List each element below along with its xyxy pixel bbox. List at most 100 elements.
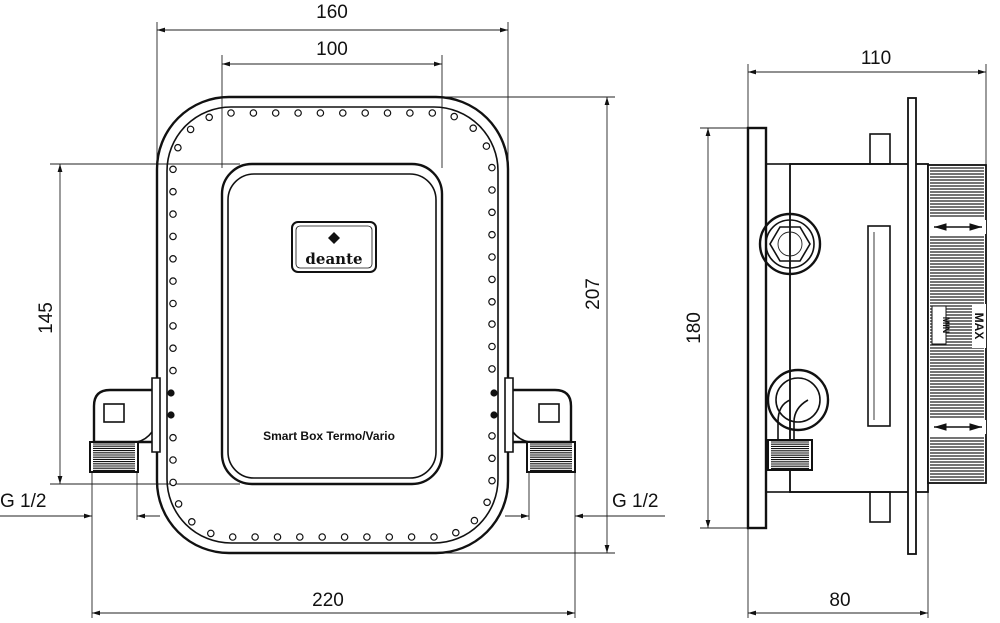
frame-hole	[316, 109, 325, 117]
scale-min-label: MIN	[941, 317, 951, 334]
frame-hole	[428, 109, 437, 117]
frame-hole	[488, 275, 496, 284]
frame-hole	[363, 533, 371, 541]
left-connector	[89, 377, 161, 473]
frame-hole	[251, 533, 259, 541]
frame-hole	[361, 109, 370, 117]
scale-min: MIN	[931, 305, 951, 345]
frame-hole	[451, 528, 460, 537]
marker-dot	[490, 411, 498, 419]
dim-thread-left: G 1/2	[0, 470, 160, 520]
marker-dot	[490, 389, 498, 397]
dim-label-207: 207	[583, 278, 604, 310]
rear-plate	[746, 126, 768, 530]
product-label: Smart Box Termo/Vario	[263, 429, 395, 443]
dim-label-80: 80	[829, 590, 850, 611]
frame-hole	[169, 232, 177, 241]
dim-label-180: 180	[684, 312, 705, 344]
frame-hole	[169, 254, 177, 263]
logo-diamond-icon	[328, 232, 340, 244]
mount-tab-bottom	[869, 491, 891, 523]
frame-hole	[273, 533, 282, 541]
sleeve-ribs	[930, 167, 984, 481]
dim-label-100: 100	[316, 39, 348, 60]
frame-hole	[488, 432, 496, 440]
frame-hole	[450, 112, 459, 121]
frame-hole	[294, 109, 302, 117]
frame-hole	[488, 476, 496, 485]
frame-hole	[488, 163, 496, 172]
frame-hole	[383, 109, 392, 117]
hex-nut-port	[758, 212, 822, 276]
frame-hole	[227, 109, 235, 117]
frame-hole	[174, 500, 183, 508]
dim-label-220: 220	[312, 590, 344, 611]
frame-hole	[169, 433, 177, 442]
dim-depth-total: 110	[747, 48, 987, 165]
frame-hole	[318, 533, 327, 541]
mounting-frame-outer	[155, 95, 510, 555]
cover-plate-inner	[227, 173, 437, 479]
frame-hole	[188, 517, 196, 526]
front-view: 160 100 145 207 220	[0, 2, 665, 620]
dim-label-thread-left: G 1/2	[0, 491, 46, 512]
frame-hole	[228, 533, 237, 541]
frame-hole	[169, 322, 177, 330]
side-view: 110 180 80	[684, 48, 987, 620]
adjust-arrow-top	[930, 220, 986, 234]
frame-hole	[483, 498, 491, 507]
dim-label-145: 145	[36, 302, 57, 334]
frame-hole	[169, 210, 177, 218]
frame-hole	[488, 208, 496, 217]
frame-hole	[205, 113, 214, 122]
frame-hole	[169, 456, 177, 464]
frame-hole	[470, 516, 479, 525]
frame-hole	[169, 478, 177, 487]
frame-hole	[295, 533, 304, 541]
frame-hole	[207, 529, 215, 538]
hex-nut-icon	[769, 226, 811, 262]
frame-hole	[406, 109, 414, 117]
frame-hole	[488, 253, 496, 261]
frame-hole	[488, 230, 496, 239]
cover-plate-outer	[220, 162, 444, 486]
dim-height-inner: 145	[36, 163, 240, 485]
dim-label-110: 110	[861, 48, 891, 69]
frame-hole	[174, 143, 182, 152]
right-connector	[504, 377, 576, 473]
dim-width-total: 220	[91, 470, 576, 620]
elbow-connector	[766, 368, 830, 471]
frame-hole	[482, 142, 491, 150]
frame-hole	[488, 454, 496, 463]
frame-hole	[169, 165, 177, 174]
frame-hole	[488, 186, 496, 194]
frame-hole	[488, 342, 496, 351]
marker-dot	[167, 389, 175, 397]
frame-hole	[488, 297, 496, 306]
frame-holes	[169, 109, 496, 541]
brand-logo: deante	[291, 221, 377, 273]
frame-hole	[488, 365, 496, 373]
scale-max-label: MAX	[972, 313, 986, 340]
logo-text: deante	[305, 250, 362, 268]
frame-hole	[340, 533, 349, 541]
frame-hole	[407, 533, 416, 541]
dim-height-outer: 207	[420, 96, 615, 554]
front-flange	[907, 97, 917, 555]
dim-label-thread-right: G 1/2	[612, 491, 658, 512]
marker-dot	[167, 411, 175, 419]
dim-thread-right: G 1/2	[505, 470, 665, 520]
frame-hole	[169, 366, 177, 375]
frame-hole	[169, 299, 177, 308]
frame-hole	[186, 125, 195, 134]
frame-hole	[488, 320, 496, 328]
mount-tab-top	[869, 133, 891, 165]
dim-side-height: 180	[684, 127, 760, 529]
dim-label-160: 160	[316, 2, 348, 23]
inner-slot	[867, 225, 891, 427]
dim-depth-box: 80	[747, 480, 929, 620]
frame-hole	[430, 533, 438, 541]
frame-hole	[169, 277, 177, 285]
